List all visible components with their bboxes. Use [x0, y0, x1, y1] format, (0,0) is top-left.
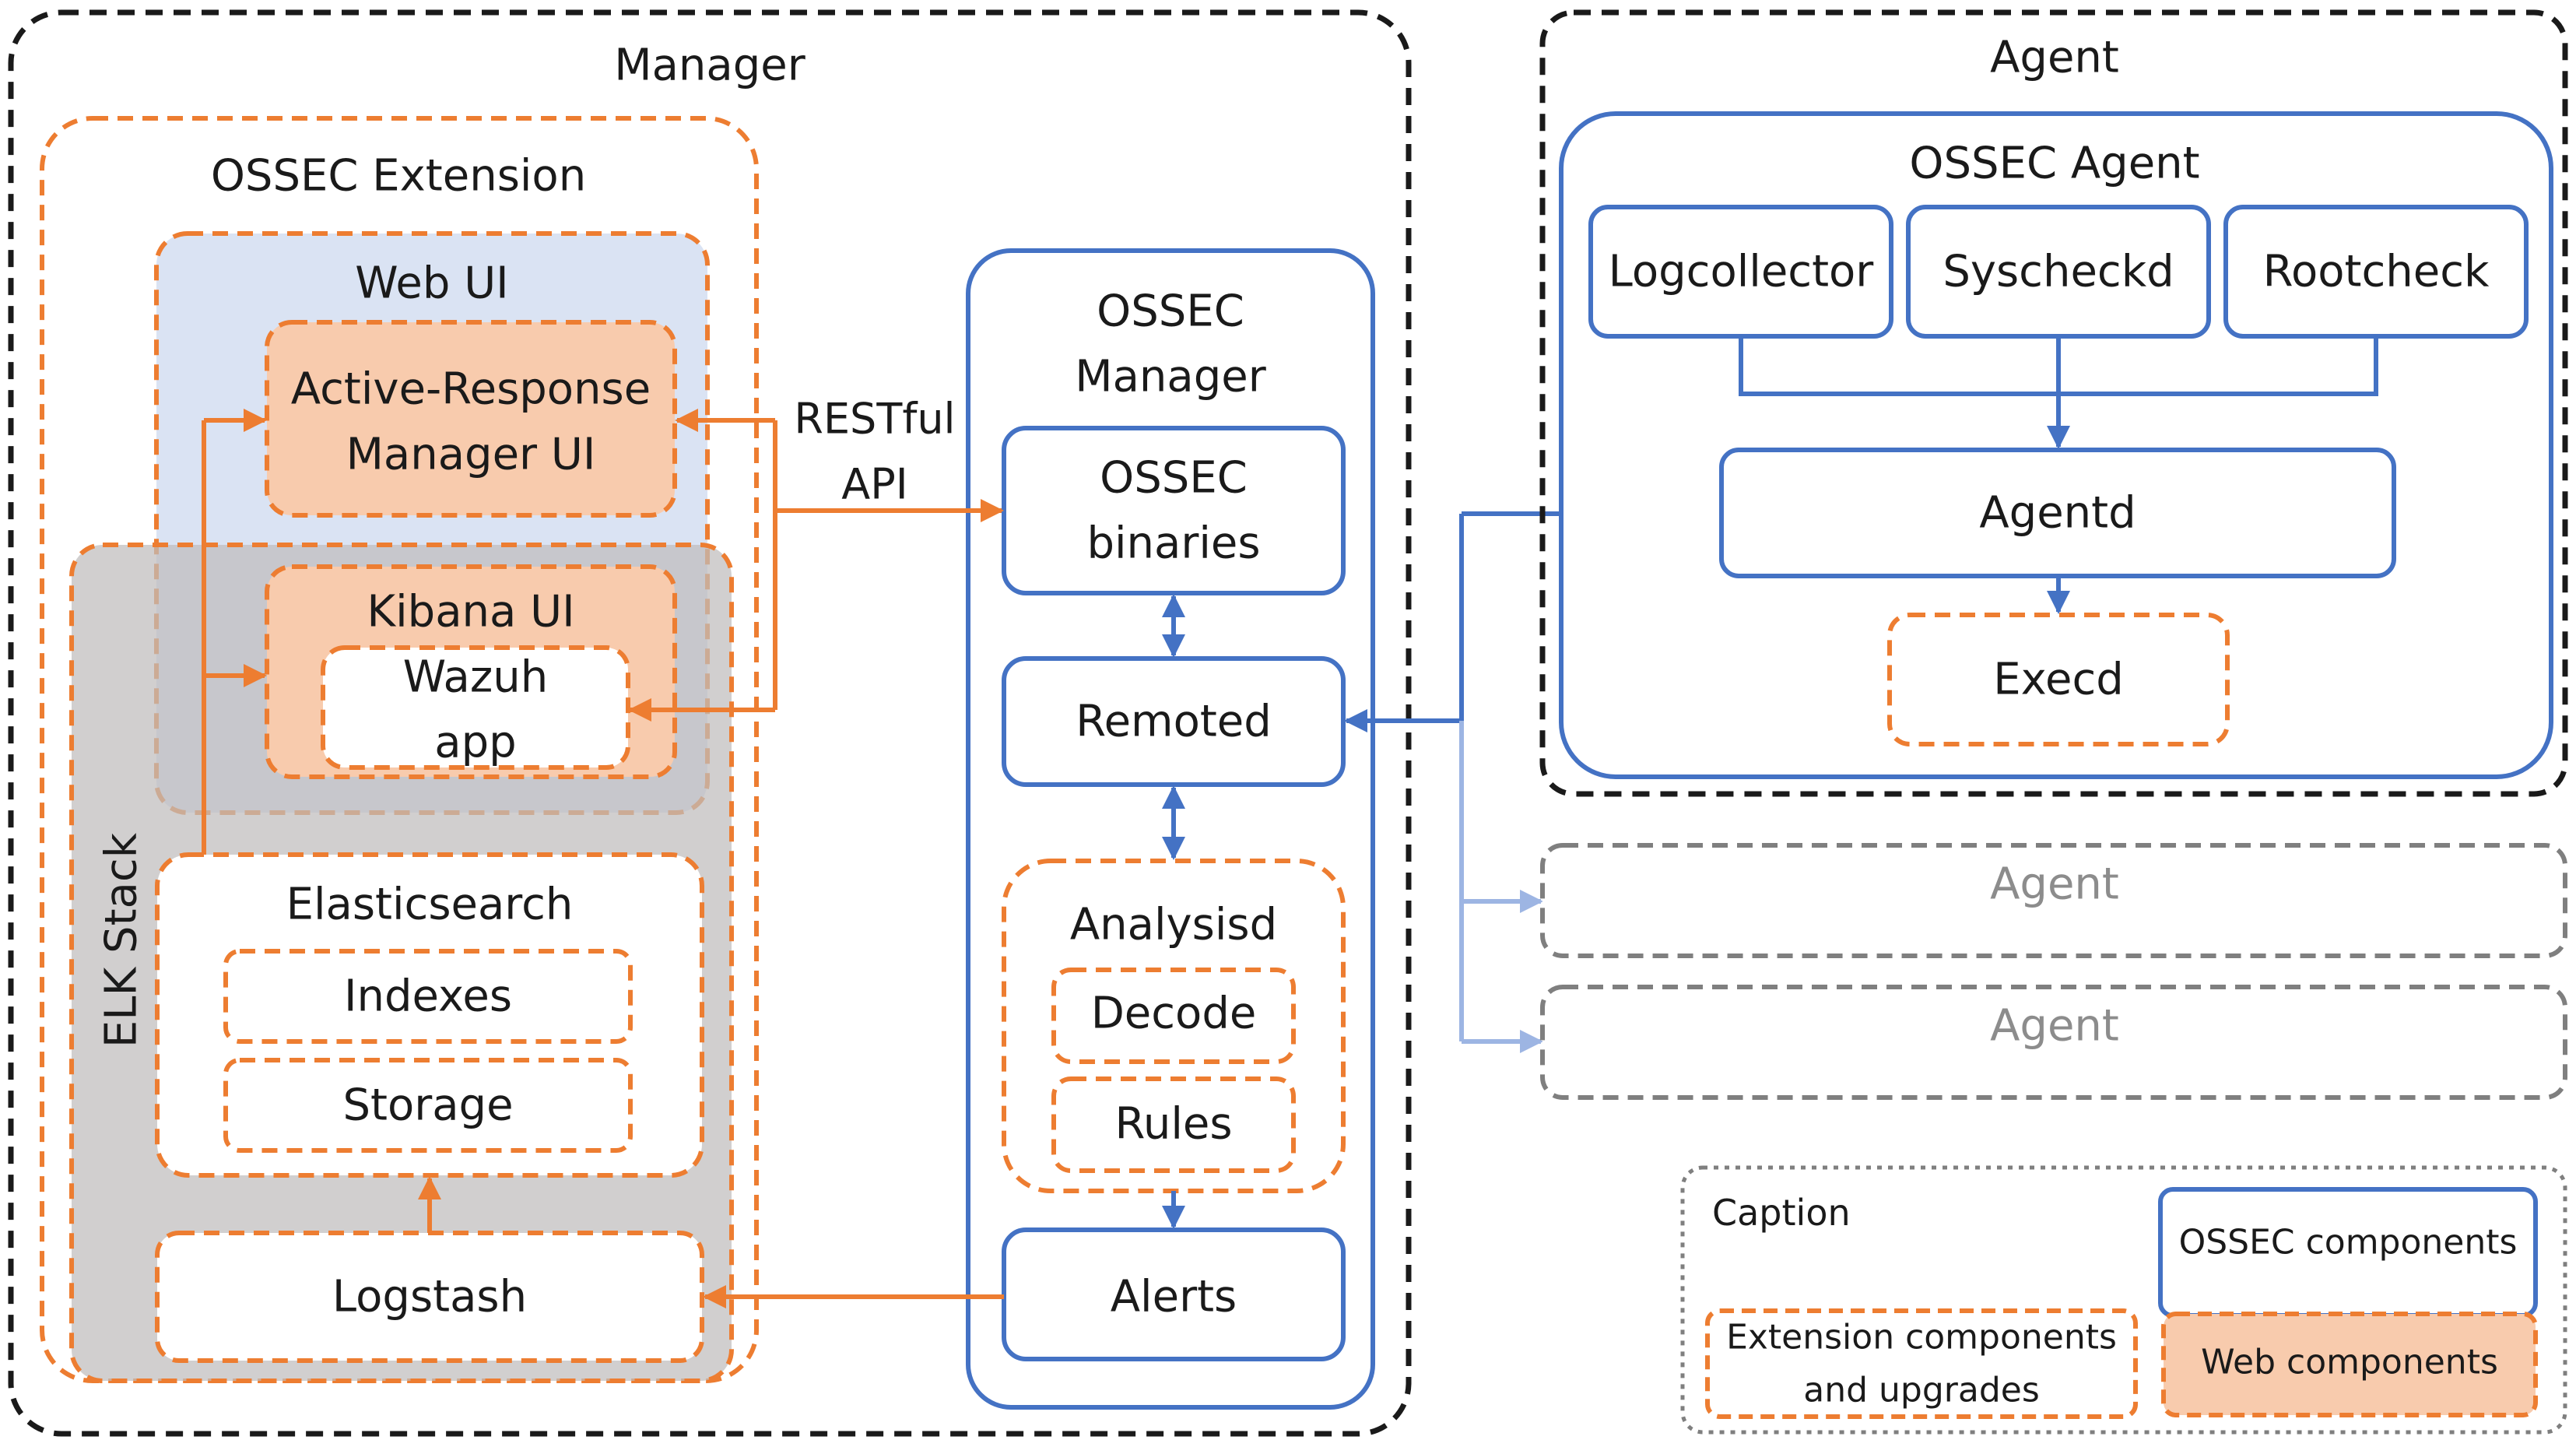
elk-stack-title: ELK Stack — [97, 832, 147, 1048]
active-response-manager-ui-box — [265, 320, 677, 518]
agent-title: Agent — [1990, 33, 2119, 83]
ossec-manager-title-line2: Manager — [1075, 352, 1266, 402]
active-response-manager-ui-line2: Manager UI — [346, 430, 596, 480]
restful-api-line1: RESTful — [794, 395, 955, 444]
alerts-label: Alerts — [1111, 1272, 1237, 1322]
storage-box — [223, 1058, 633, 1153]
wazuh-app-line1: Wazuh — [403, 652, 548, 703]
legend-web-label: Web components — [2201, 1343, 2498, 1382]
other-agent-box — [1540, 843, 2567, 958]
other-agent-label: Agent — [1990, 859, 2119, 910]
ossec-extension-title: OSSEC Extension — [211, 151, 586, 202]
restful-api-line2: API — [841, 460, 907, 509]
ossec-manager-title-line1: OSSEC — [1097, 286, 1244, 337]
decode-box — [1051, 968, 1296, 1064]
ossec-agent-title: OSSEC Agent — [1909, 139, 2199, 189]
web-ui-title: Web UI — [355, 258, 508, 309]
agentd-label: Agentd — [1979, 488, 2136, 539]
ossec-binaries-line1: OSSEC — [1100, 453, 1248, 504]
analysisd-title: Analysisd — [1070, 900, 1277, 950]
legend-extension-line2: and upgrades — [1803, 1371, 2040, 1410]
manager-boundary — [8, 9, 1412, 1437]
remoted-label: Remoted — [1076, 697, 1272, 747]
agent-boundary — [1539, 9, 2568, 797]
indexes-label: Indexes — [344, 971, 512, 1022]
manager-group: Manager OSSEC Extension Web UI ELK Stack… — [8, 9, 1412, 1437]
legend-web-swatch — [2161, 1312, 2538, 1417]
decode-label: Decode — [1091, 989, 1257, 1039]
indexes-box — [223, 949, 633, 1044]
syscheckd-label: Syscheckd — [1943, 247, 2174, 297]
ossec-binaries-line2: binaries — [1086, 518, 1260, 569]
storage-label: Storage — [342, 1080, 513, 1131]
remoted-box — [1002, 656, 1346, 787]
caption-legend: Caption OSSEC components Extension compo… — [1680, 1165, 2567, 1435]
wazuh-app-line2: app — [434, 718, 516, 768]
agent-connectors — [1739, 336, 2378, 614]
rootcheck-label: Rootcheck — [2263, 247, 2490, 297]
other-agent-label: Agent — [1990, 1001, 2119, 1052]
ossec-binaries-box — [1002, 426, 1346, 595]
rules-box — [1051, 1076, 1296, 1173]
rules-label: Rules — [1114, 1099, 1232, 1150]
other-agents: Agent Agent — [1540, 843, 2567, 1100]
logcollector-label: Logcollector — [1609, 247, 1875, 297]
caption-title: Caption — [1712, 1192, 1851, 1234]
legend-ossec-label: OSSEC components — [2179, 1223, 2518, 1263]
agent-group: Agent OSSEC Agent Logcollector Syscheckd… — [1539, 9, 2568, 797]
manager-title: Manager — [614, 40, 805, 91]
ossec-extension-boundary — [40, 116, 759, 1383]
legend-extension-swatch — [1705, 1308, 2138, 1419]
execd-box — [1887, 613, 2230, 746]
logstash-label: Logstash — [332, 1272, 527, 1322]
elasticsearch-title: Elasticsearch — [286, 880, 574, 930]
execd-label: Execd — [1993, 655, 2124, 705]
legend-extension-line1: Extension components — [1726, 1318, 2117, 1357]
other-agent-box — [1540, 985, 2567, 1100]
kibana-ui-title: Kibana UI — [367, 587, 574, 637]
active-response-manager-ui-line1: Active-Response — [291, 364, 651, 415]
